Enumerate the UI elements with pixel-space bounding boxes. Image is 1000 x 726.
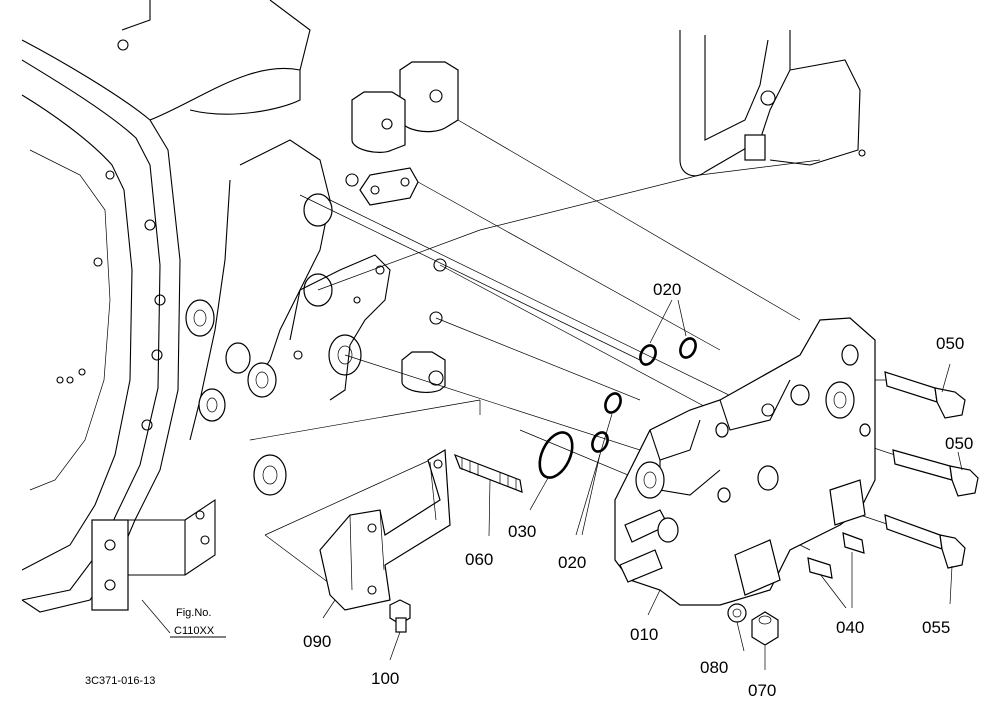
- callout-060: 060: [465, 550, 493, 569]
- callout-050-a: 050: [936, 334, 964, 353]
- callout-leaders: [141, 299, 963, 670]
- o-ring-020-d: [591, 431, 609, 453]
- o-ring-020-b: [679, 337, 697, 359]
- o-rings: [538, 337, 697, 479]
- bolt-100: [389, 599, 411, 633]
- pins-040: [807, 532, 865, 579]
- drawing-code: 3C371-016-13: [85, 675, 155, 687]
- bolt-050-upper: [884, 371, 966, 419]
- gasket-plate: [359, 167, 419, 206]
- bolt-055: [884, 514, 966, 569]
- figure-reference: Fig.No. C110XX: [170, 607, 226, 638]
- fig-no-label: Fig.No.: [176, 607, 211, 619]
- fig-no-number: C110XX: [174, 625, 215, 637]
- callout-070: 070: [748, 681, 776, 700]
- callout-020-bottom: 020: [558, 553, 586, 572]
- o-ring-030: [538, 431, 574, 479]
- spacer-block-lower: [401, 351, 446, 394]
- bolt-050-lower: [892, 449, 979, 497]
- o-ring-020-c: [604, 392, 622, 414]
- callout-090: 090: [303, 632, 331, 651]
- transmission-housing: [21, 0, 866, 613]
- o-ring-020-a: [639, 344, 657, 366]
- stud-bolt-060: [453, 453, 523, 493]
- callout-020-top: 020: [653, 280, 681, 299]
- callout-055: 055: [922, 618, 950, 637]
- washer-080: [727, 603, 747, 623]
- callout-010: 010: [630, 625, 658, 644]
- callout-100: 100: [371, 669, 399, 688]
- alignment-lines: [249, 119, 896, 596]
- bracket-090: [319, 448, 451, 611]
- callout-050-b: 050: [945, 434, 973, 453]
- spacer-block-upper: [351, 61, 459, 153]
- callout-030: 030: [508, 522, 536, 541]
- callout-080: 080: [700, 658, 728, 677]
- valve-assembly-010: [614, 317, 876, 606]
- callout-labels: 020 050 050 030 060 020 010 040 055 080 …: [303, 280, 973, 700]
- callout-040: 040: [836, 618, 864, 637]
- nut-070: [751, 611, 779, 646]
